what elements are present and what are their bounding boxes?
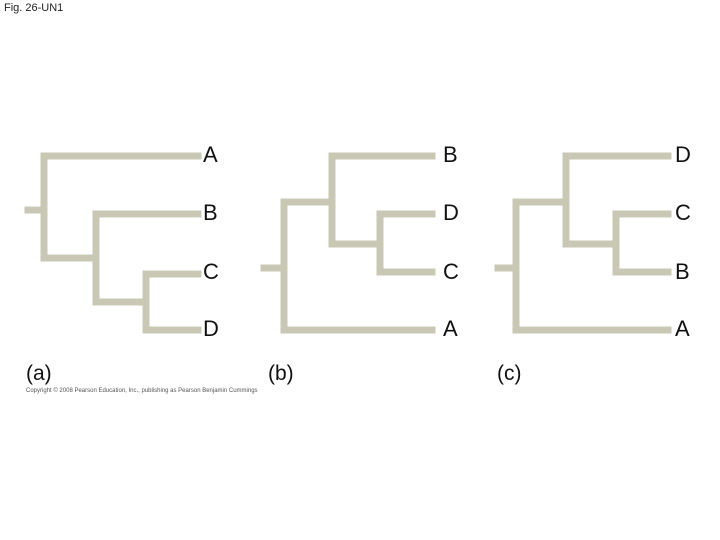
panel-label-c: (c): [497, 362, 522, 385]
tree-c-node-2: [562, 152, 672, 248]
copyright-notice: Copyright © 2008 Pearson Education, Inc.…: [26, 388, 258, 394]
figure-label: Fig. 26-UN1: [4, 2, 64, 14]
tree-a-node-2: [92, 210, 202, 306]
tree-c-node-1: [512, 198, 672, 334]
panel-label-b: (b): [268, 362, 294, 385]
tree-c-leaf-2: C: [675, 200, 691, 225]
tree-b-leaf-3: C: [443, 259, 459, 284]
tree-b-node-2: [328, 152, 436, 248]
tree-b-leaf-2: D: [443, 200, 459, 225]
tree-a-leaf-2: B: [203, 200, 218, 225]
tree-c-leaf-1: D: [675, 142, 691, 167]
tree-c-node-3: [612, 210, 672, 276]
tree-a-leaf-4: D: [203, 316, 219, 341]
tree-a-leaf-3: C: [203, 259, 219, 284]
tree-c-leaf-3: B: [675, 259, 690, 284]
tree-a-leaf-1: A: [203, 142, 218, 167]
tree-c-leaf-4: A: [675, 316, 690, 341]
tree-a-node-3: [142, 270, 202, 334]
tree-b-node-1: [280, 198, 436, 334]
tree-a-node-1: [40, 152, 202, 262]
tree-b-leaf-4: A: [443, 316, 458, 341]
tree-b-node-3: [376, 210, 436, 276]
panel-label-a: (a): [26, 362, 52, 385]
tree-b-leaf-1: B: [443, 142, 458, 167]
